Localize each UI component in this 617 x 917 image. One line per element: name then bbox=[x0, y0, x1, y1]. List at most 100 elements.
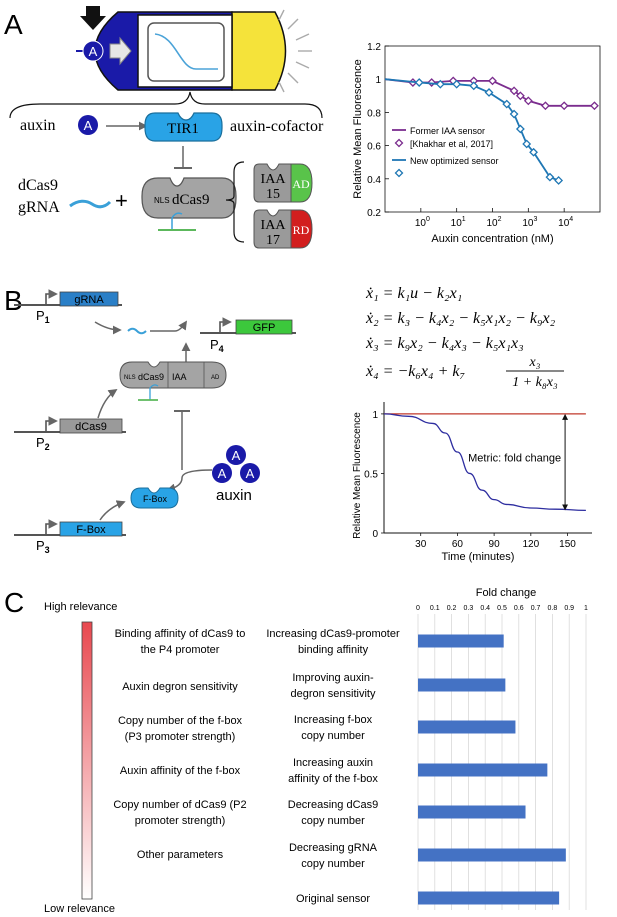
chart-a-series-1-point bbox=[522, 139, 532, 149]
grna-gene-label: gRNA bbox=[74, 294, 104, 306]
equation-3: ẋ₃= k₉x₂ − k₄x₃ − k₅x₁x₃ bbox=[365, 335, 524, 352]
panel-label-a: A bbox=[4, 9, 23, 40]
equation-4: ẋ₄= −k₆x₄ + k₇ bbox=[365, 363, 465, 380]
chart-a-ytick-label: 0.2 bbox=[367, 208, 381, 219]
low-relevance-label: Low relevance bbox=[44, 903, 115, 915]
chart-c-category-label: Increasing dCas9-promoter bbox=[266, 628, 400, 640]
chart-a-series-1-point bbox=[469, 81, 479, 91]
parameter-list: Binding affinity of dCas9 to the P4 promo… bbox=[113, 628, 246, 861]
dcas9-gene-label: dCas9 bbox=[75, 421, 107, 433]
chart-c-title: Fold change bbox=[476, 587, 537, 599]
dcas9-gene bbox=[59, 418, 123, 434]
chart-a-series-1-point bbox=[435, 79, 445, 89]
chart-a-series-1-point bbox=[502, 99, 512, 109]
fusion-ad: AD bbox=[211, 375, 220, 381]
chart-a-series-1-point bbox=[529, 147, 538, 157]
chart-c-category-label: affinity of the f-box bbox=[288, 773, 378, 785]
grna-gene bbox=[59, 291, 119, 307]
chart-a-series-0-point bbox=[559, 101, 569, 111]
cell-diagram: A bbox=[76, 6, 312, 93]
p2-label: P2 bbox=[36, 435, 50, 452]
auxin-molecule-2: A bbox=[218, 466, 227, 481]
chart-a-series-1-point bbox=[545, 172, 555, 182]
chart-c-bar bbox=[418, 848, 566, 862]
chart-c-xtick-label: 0 bbox=[416, 605, 420, 612]
equation-2: ẋ₂= k₃ − k₄x₂ − k₅x₁x₂ − k₉x₂ bbox=[365, 310, 556, 327]
chart-b-series-1-line bbox=[383, 413, 586, 512]
chart-a-legend-label: [Khakhar et al, 2017] bbox=[410, 139, 493, 149]
chart-c-category-label: copy number bbox=[301, 730, 365, 742]
equation-4-numerator: x₃ bbox=[528, 355, 540, 370]
chart-a-legend-label: New optimized sensor bbox=[410, 156, 499, 166]
iaa17-label-2: 17 bbox=[266, 233, 280, 248]
tir1-label: TIR1 bbox=[167, 121, 199, 137]
parameter-label: Other parameters bbox=[137, 849, 224, 861]
chart-a-series-1-point bbox=[484, 88, 494, 97]
arrow-down-icon bbox=[80, 6, 106, 30]
fbox-protein bbox=[130, 487, 179, 509]
chart-c-xtick-label: 1 bbox=[584, 605, 588, 612]
chart-a-series-1-point bbox=[452, 79, 462, 89]
parameter-label: Copy number of the f-box bbox=[118, 715, 243, 727]
chart-a-series-0-point bbox=[515, 91, 525, 101]
brace bbox=[9, 91, 323, 119]
chart-c-xtick-label: 0.7 bbox=[531, 605, 541, 612]
chart-a-xtick-label: 100 bbox=[415, 216, 430, 229]
chart-c-bar bbox=[418, 891, 560, 905]
chart-a-series-1-point bbox=[515, 124, 525, 134]
chart-c-bar bbox=[418, 678, 506, 692]
relevance-gradient-bar bbox=[81, 621, 93, 900]
chart-b-xtick-label: 120 bbox=[522, 539, 539, 550]
chart-c-category-label: Increasing auxin bbox=[293, 757, 373, 769]
p4-label: P4 bbox=[210, 337, 224, 354]
chart-a-legend-label: Former IAA sensor bbox=[410, 126, 485, 136]
auxin-text: auxin bbox=[216, 487, 252, 504]
chart-a-series-0-point bbox=[488, 76, 497, 86]
ode-equations: ẋ₁= k₁u − k₂x₁ ẋ₂= k₃ − k₄x₂ − k₅x₁x₂ − … bbox=[365, 285, 564, 390]
chart-a-legend-marker bbox=[394, 168, 404, 178]
iaa15-ad-domain: IAA 15 AD bbox=[253, 163, 313, 203]
plus-sign: + bbox=[115, 188, 128, 213]
fbox-gene bbox=[59, 521, 123, 537]
iaa15-label-1: IAA bbox=[261, 172, 287, 187]
chart-c-category-label: binding affinity bbox=[298, 644, 369, 656]
chart-c-bar bbox=[418, 805, 526, 819]
iaa17-rd-domain: IAA 17 RD bbox=[253, 209, 313, 249]
chart-c-category-label: Decreasing dCas9 bbox=[288, 799, 379, 811]
iaa15-label-2: 15 bbox=[266, 187, 280, 202]
chart-c-xtick-label: 0.1 bbox=[430, 605, 440, 612]
parameter-label: Copy number of dCas9 (P2 bbox=[113, 799, 246, 811]
gfp-gene bbox=[235, 319, 293, 335]
parameter-label: promoter strength) bbox=[135, 815, 225, 827]
fusion-nls: NLS bbox=[124, 375, 136, 381]
dcas9-protein-label: dCas9 bbox=[172, 192, 210, 208]
chart-a-ytick-label: 1 bbox=[375, 75, 381, 86]
rd-label: RD bbox=[293, 223, 310, 237]
chart-c-xtick-label: 0.6 bbox=[514, 605, 524, 612]
parameter-label: the P4 promoter bbox=[141, 644, 220, 656]
chart-a-series-0-point bbox=[523, 96, 533, 106]
dcas9-protein bbox=[141, 177, 237, 219]
parameter-label: (P3 promoter strength) bbox=[125, 731, 236, 743]
chart-b-xtick-label: 60 bbox=[452, 539, 464, 550]
panel-label-c: C bbox=[4, 587, 24, 618]
chart-c-xtick-label: 0.4 bbox=[480, 605, 490, 612]
chart-c-category-label: copy number bbox=[301, 815, 365, 827]
chart-c-category-label: Decreasing gRNA bbox=[289, 842, 378, 854]
chart-a-ylabel: Relative Mean Fluorescence bbox=[352, 59, 364, 198]
parameter-label: Binding affinity of dCas9 to bbox=[115, 628, 246, 640]
auxin-molecule-a: A bbox=[84, 118, 93, 133]
dcas9-gene-label: dCas9 bbox=[18, 177, 58, 194]
chart-c-xtick-label: 0.3 bbox=[464, 605, 474, 612]
fusion-dcas9: dCas9 bbox=[138, 372, 164, 382]
chart-a-series-0-point bbox=[590, 101, 599, 111]
chart-c-category-label: Increasing f-box bbox=[294, 714, 373, 726]
chart-a-series-0-point bbox=[541, 101, 550, 111]
chart-c-category-label: Original sensor bbox=[296, 893, 370, 905]
gfp-gene-label: GFP bbox=[253, 322, 276, 334]
chart-b-ytick-label: 1 bbox=[372, 410, 378, 421]
